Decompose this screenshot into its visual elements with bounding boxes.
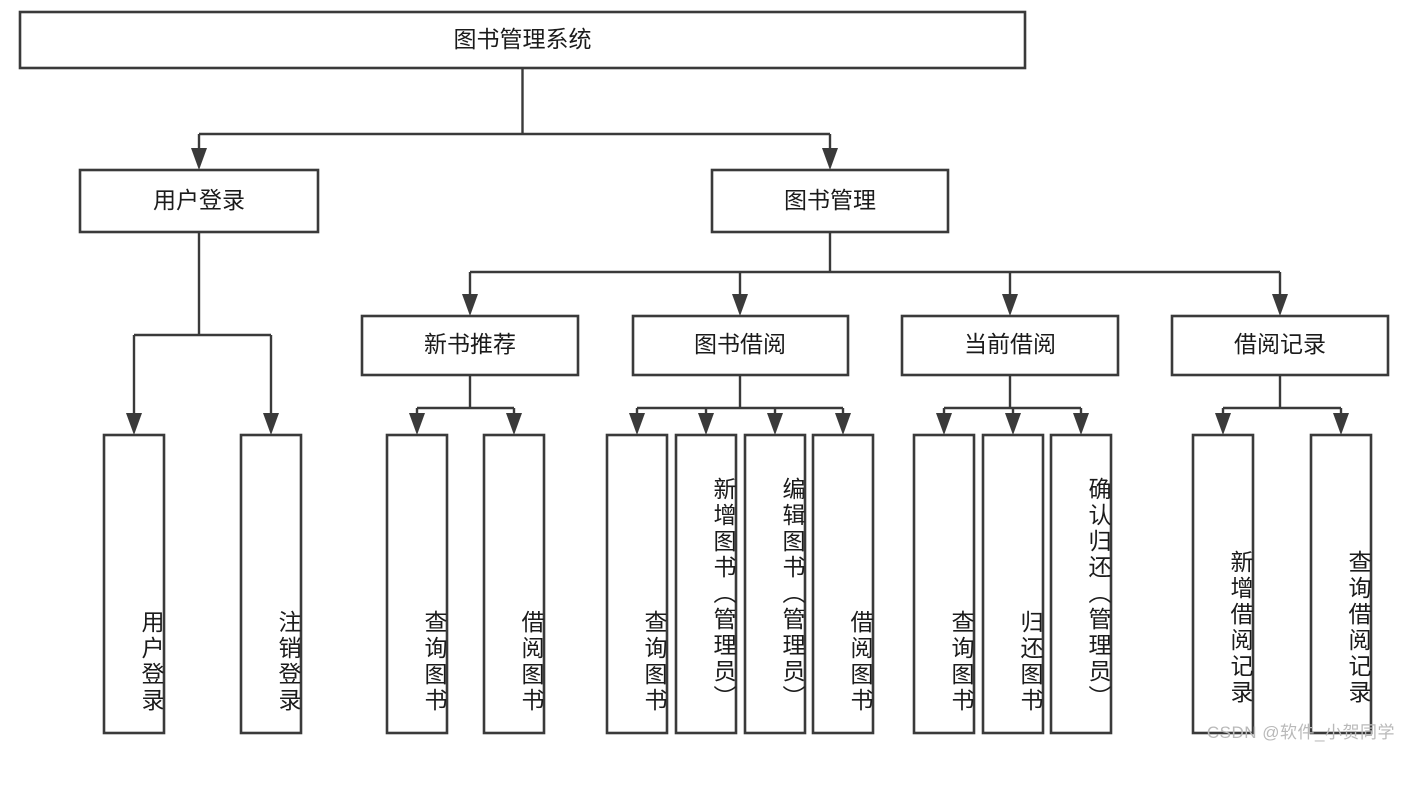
- arrow-head-leaf-add-record: [1215, 413, 1231, 435]
- arrow-head-leaf-add-book: [698, 413, 714, 435]
- node-leaf-edit-book-box[interactable]: [743, 433, 807, 735]
- node-leaf-user-login-box[interactable]: [102, 433, 166, 735]
- connector-group-root: [191, 68, 838, 170]
- arrow-head-book-borrow: [732, 294, 748, 316]
- node-new-book-recommend[interactable]: 新书推荐: [360, 314, 580, 377]
- node-book-borrow-label: 图书借阅: [694, 331, 786, 357]
- node-leaf-query-record-box[interactable]: [1309, 433, 1373, 735]
- node-leaf-query-book-3-box[interactable]: [912, 433, 976, 735]
- node-leaf-borrow-book-2-box[interactable]: [811, 433, 875, 735]
- node-user-login-box[interactable]: [78, 168, 320, 234]
- node-borrow-record-box[interactable]: [1170, 314, 1390, 377]
- leaf-boxes: [102, 433, 1373, 735]
- node-borrow-record-label: 借阅记录: [1234, 331, 1326, 357]
- diagram-root: 图书管理系统 用户登录 图书管理 新书推荐 图书借阅 当前借阅 借阅记录: [18, 10, 1395, 742]
- node-new-book-recommend-label: 新书推荐: [424, 331, 516, 357]
- connector-group-user-login: [126, 232, 279, 435]
- arrow-head-leaf-confirm-return: [1073, 413, 1089, 435]
- node-book-borrow-box[interactable]: [631, 314, 850, 377]
- node-book-borrow[interactable]: 图书借阅: [631, 314, 850, 377]
- arrow-head-leaf-borrow-book-2: [835, 413, 851, 435]
- node-leaf-query-book-1-box[interactable]: [385, 433, 449, 735]
- node-current-borrow-box[interactable]: [900, 314, 1120, 377]
- arrow-head-leaf-edit-book: [767, 413, 783, 435]
- connector-group-book-management: [462, 232, 1288, 316]
- node-leaf-add-book-box[interactable]: [674, 433, 738, 735]
- arrow-head-leaf-query-record: [1333, 413, 1349, 435]
- node-root-label: 图书管理系统: [454, 26, 592, 52]
- connector-group-current-borrow: [936, 375, 1089, 435]
- watermark: CSDN @软件_小贺同学: [1206, 723, 1395, 742]
- arrow-head-borrow-record: [1272, 294, 1288, 316]
- arrow-head-leaf-user-logout: [263, 413, 279, 435]
- arrow-head-leaf-query-book-1: [409, 413, 425, 435]
- arrow-head-leaf-query-book-2: [629, 413, 645, 435]
- node-book-management-label: 图书管理: [784, 187, 876, 213]
- arrow-head-book-management: [822, 148, 838, 170]
- node-leaf-confirm-return-box[interactable]: [1049, 433, 1113, 735]
- node-root-box[interactable]: [18, 10, 1027, 70]
- node-new-book-recommend-box[interactable]: [360, 314, 580, 377]
- node-leaf-user-logout-box[interactable]: [239, 433, 303, 735]
- node-book-management[interactable]: 图书管理: [710, 168, 950, 234]
- arrow-head-leaf-borrow-book-1: [506, 413, 522, 435]
- node-user-login[interactable]: 用户登录: [78, 168, 320, 234]
- node-current-borrow-label: 当前借阅: [964, 331, 1056, 357]
- node-leaf-return-book-box[interactable]: [981, 433, 1045, 735]
- node-leaf-add-record-box[interactable]: [1191, 433, 1255, 735]
- arrow-head-current-borrow: [1002, 294, 1018, 316]
- node-borrow-record[interactable]: 借阅记录: [1170, 314, 1390, 377]
- node-root[interactable]: 图书管理系统: [18, 10, 1027, 70]
- arrow-head-user-login: [191, 148, 207, 170]
- arrow-head-leaf-query-book-3: [936, 413, 952, 435]
- node-current-borrow[interactable]: 当前借阅: [900, 314, 1120, 377]
- node-leaf-borrow-book-1-box[interactable]: [482, 433, 546, 735]
- node-user-login-label: 用户登录: [153, 187, 245, 213]
- connector-group-new-book-recommend: [409, 375, 522, 435]
- node-book-management-box[interactable]: [710, 168, 950, 234]
- node-leaf-query-book-2-box[interactable]: [605, 433, 669, 735]
- arrow-head-new-book-recommend: [462, 294, 478, 316]
- connector-group-borrow-record: [1215, 375, 1349, 435]
- connector-group-book-borrow: [629, 375, 851, 435]
- arrow-head-leaf-user-login: [126, 413, 142, 435]
- arrow-head-leaf-return-book: [1005, 413, 1021, 435]
- diagram-canvas: 图书管理系统 用户登录 图书管理 新书推荐 图书借阅 当前借阅 借阅记录: [18, 10, 1390, 735]
